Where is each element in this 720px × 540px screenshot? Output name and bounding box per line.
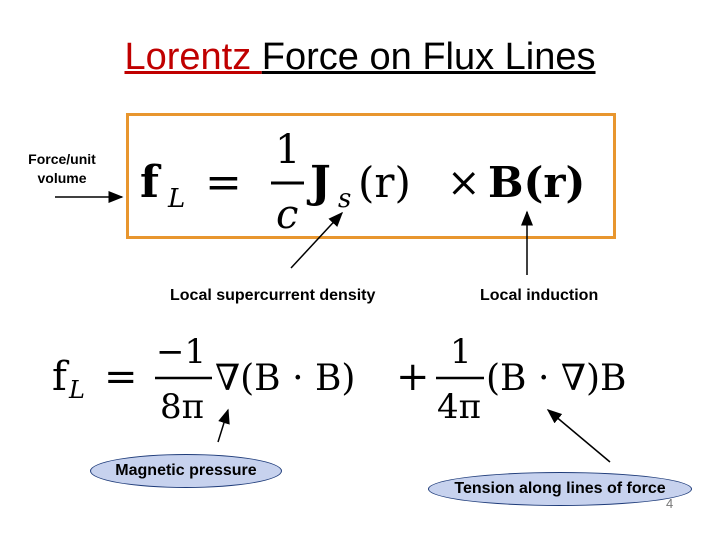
tension-label: Tension along lines of force [454, 480, 666, 497]
magnetic-pressure-label: Magnetic pressure [115, 462, 257, 479]
eq2-lhs: f [52, 354, 70, 400]
arrow-tension [546, 409, 611, 463]
magnetic-pressure-callout: Magnetic pressure [90, 454, 282, 488]
side-label-line2: volume [37, 170, 87, 186]
equation-2: f L = −1 8π ∇(B · B) + 1 4π (B · ∇)B [52, 332, 626, 427]
eq2-frac2-num: 1 [450, 332, 472, 372]
supercurrent-label: Local supercurrent density [170, 287, 376, 304]
side-label-line1: Force/unit [28, 151, 96, 167]
lorentz-equation-box [126, 113, 616, 239]
eq1-lhs-sub: L [167, 184, 185, 214]
eq1-J: J [306, 157, 331, 208]
eq1-denominator: c [276, 192, 298, 238]
eq1-B: B(r) [488, 158, 585, 207]
equation-1: f L = 1 c J s (r) × B(r) [140, 127, 585, 238]
eq2-frac2-den: 4π [437, 387, 481, 427]
eq2-term2: (B · ∇)B [486, 358, 626, 399]
eq2-term1: ∇(B · B) [215, 358, 355, 399]
page-number: 4 [666, 496, 674, 511]
eq2-plus: + [396, 354, 430, 400]
arrow-supercurrent [290, 211, 344, 269]
arrow-pressure [217, 408, 230, 443]
tension-callout: Tension along lines of force [428, 472, 692, 506]
eq2-frac1-den: 8π [160, 387, 204, 427]
eq2-frac1-num: −1 [156, 332, 206, 372]
eq1-J-sub: s [338, 184, 351, 214]
title-lorentz: Lorentz [124, 36, 262, 78]
force-per-volume-label: Force/unit volume [18, 150, 106, 188]
eq2-equals: = [104, 354, 138, 400]
induction-label: Local induction [480, 287, 599, 304]
title-rest: Force on Flux Lines [261, 36, 596, 78]
eq1-J-arg: (r) [358, 158, 411, 207]
eq1-numerator: 1 [275, 127, 300, 173]
slide-title: Lorentz Force on Flux Lines [0, 36, 720, 79]
eq1-equals: = [205, 157, 242, 208]
eq1-lhs: f [140, 157, 162, 208]
eq1-cross: × [447, 160, 481, 206]
eq2-lhs-sub: L [68, 376, 85, 404]
